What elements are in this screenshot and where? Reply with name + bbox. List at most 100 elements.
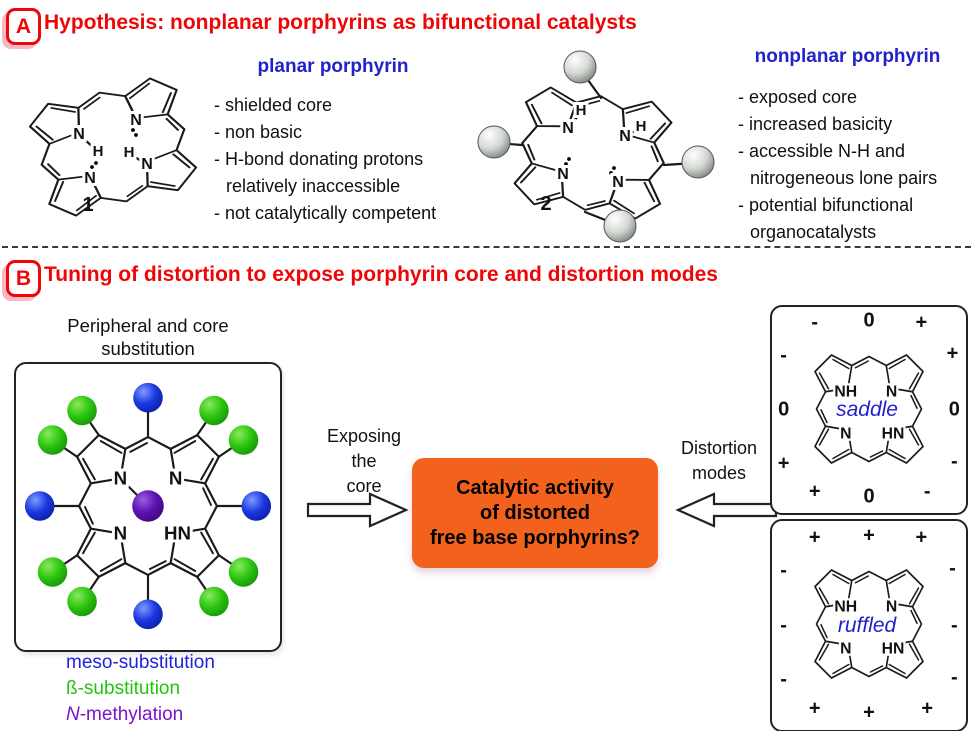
hn-label: HN bbox=[164, 522, 191, 543]
sign-ll: - bbox=[780, 668, 787, 691]
meso-substituent-sphere bbox=[133, 599, 163, 630]
n-label: N bbox=[114, 522, 128, 543]
n-label: N bbox=[114, 467, 128, 488]
sign-bl: + bbox=[808, 480, 821, 503]
exposing-line: core bbox=[346, 476, 382, 496]
planar-porphyrin-structure: N N N N H H bbox=[24, 71, 202, 223]
structure-2-number: 2 bbox=[540, 193, 552, 215]
ruffled-porphyrin-structure: NH N N HN bbox=[814, 569, 924, 679]
sign-tc: + bbox=[863, 524, 875, 547]
exposing-line: Exposing bbox=[326, 426, 402, 446]
sign-ml: - bbox=[780, 614, 787, 636]
h-label: H bbox=[124, 144, 135, 161]
planar-bullet-list: - shielded core - non basic - H-bond don… bbox=[214, 92, 444, 227]
sign-bc: 0 bbox=[863, 485, 875, 508]
bullet-item: - not catalytically competent bbox=[214, 203, 437, 223]
panel-a-badge: A bbox=[6, 8, 41, 45]
sign-bc: + bbox=[863, 701, 875, 724]
n-label: N bbox=[557, 166, 569, 183]
substituted-porphyrin-structure: N N N HN bbox=[24, 382, 272, 630]
sign-mr: - bbox=[951, 614, 958, 636]
bullet-item: - increased basicity bbox=[738, 114, 893, 134]
sign-ur: - bbox=[949, 557, 956, 580]
meso-substituent-sphere bbox=[24, 491, 55, 521]
n-label: N bbox=[840, 426, 851, 443]
beta-substituent-sphere bbox=[37, 425, 68, 455]
saddle-porphyrin-structure: NH N N HN bbox=[814, 354, 924, 464]
meso-aryl-sphere bbox=[603, 209, 637, 243]
meso-aryl-sphere bbox=[681, 145, 715, 179]
central-line: Catalytic activity bbox=[456, 476, 614, 499]
exposing-line: the bbox=[351, 451, 377, 471]
substitution-box: N N N HN bbox=[14, 362, 282, 652]
mode-name-ruffled: ruffled bbox=[837, 613, 897, 637]
bullet-item: - shielded core bbox=[214, 95, 333, 115]
beta-substituent-sphere bbox=[228, 557, 259, 587]
h-label: H bbox=[576, 102, 587, 119]
sign-bl: + bbox=[808, 697, 821, 720]
bullet-item: - accessible N-H and nitrogeneous lone p… bbox=[738, 141, 938, 188]
nonplanar-heading: nonplanar porphyrin bbox=[754, 46, 941, 67]
left-arrow-icon bbox=[675, 492, 778, 528]
central-line: of distorted bbox=[480, 501, 590, 524]
mode-name-saddle: saddle bbox=[836, 398, 898, 421]
distortion-modes-label: Distortion modes bbox=[680, 438, 758, 483]
nh-label: NH bbox=[834, 599, 857, 616]
sign-tl: - bbox=[811, 311, 819, 334]
meso-aryl-sphere bbox=[563, 50, 597, 84]
bullet-item: - H-bond donating protons relatively ina… bbox=[214, 149, 424, 196]
bullet-item: - potential bifunctional organocatalysts bbox=[738, 195, 914, 242]
n-label: N bbox=[619, 128, 631, 145]
n-label: N bbox=[840, 641, 851, 658]
beta-substituent-sphere bbox=[67, 395, 97, 426]
n-label: N bbox=[886, 599, 897, 616]
sign-mr: 0 bbox=[948, 398, 960, 421]
bullet-item: - non basic bbox=[214, 122, 303, 142]
n-methyl-sphere bbox=[132, 490, 164, 522]
sign-br: + bbox=[921, 697, 934, 720]
panel-b-badge: B bbox=[6, 260, 41, 297]
legend-meso-substitution: meso-substitution bbox=[66, 652, 215, 673]
hn-label: HN bbox=[882, 641, 905, 658]
beta-substituent-sphere bbox=[228, 425, 259, 455]
sign-ul: - bbox=[780, 559, 787, 582]
h-label: H bbox=[93, 143, 104, 160]
exposing-core-label: Exposing the core bbox=[320, 424, 408, 499]
sign-ll: + bbox=[777, 452, 790, 475]
n-label: N bbox=[169, 467, 183, 488]
legend-n-italic: N bbox=[66, 704, 80, 725]
beta-substituent-sphere bbox=[199, 395, 229, 426]
sign-tr: + bbox=[915, 526, 928, 549]
panel-b-title: Tuning of distortion to expose porphyrin… bbox=[44, 263, 718, 286]
h-label: H bbox=[636, 118, 647, 135]
nonplanar-bullet-list: - exposed core - increased basicity - ac… bbox=[738, 84, 968, 246]
sign-tc: 0 bbox=[863, 309, 875, 332]
right-arrow-icon bbox=[306, 492, 409, 528]
sign-tl: + bbox=[808, 526, 821, 549]
catalytic-activity-box: Catalytic activity of distorted free bas… bbox=[412, 458, 658, 568]
beta-substituent-sphere bbox=[37, 557, 68, 587]
sign-lr: - bbox=[951, 666, 958, 689]
ruffled-mode-box: NH N N HN ruffled + + + - - - - - - + + … bbox=[770, 519, 968, 731]
structure-1-number: 1 bbox=[82, 194, 94, 216]
beta-substituent-sphere bbox=[67, 586, 97, 617]
nonplanar-porphyrin-structure: N N N N H H bbox=[477, 50, 715, 243]
sign-lr: - bbox=[951, 450, 958, 472]
sign-tr: + bbox=[915, 311, 928, 334]
substitution-legend: meso-substitution ß-substitution N-methy… bbox=[66, 650, 215, 728]
legend-beta-substitution: ß-substitution bbox=[66, 678, 181, 699]
meso-aryl-sphere bbox=[477, 125, 511, 159]
panel-a-title: Hypothesis: nonplanar porphyrins as bifu… bbox=[44, 11, 637, 34]
sign-br: - bbox=[923, 480, 931, 503]
nh-label: NH bbox=[834, 384, 857, 401]
substitution-caption: Peripheral and core substitution bbox=[67, 315, 229, 359]
sign-ml: 0 bbox=[778, 398, 790, 421]
planar-heading: planar porphyrin bbox=[257, 56, 409, 77]
sign-ur: + bbox=[946, 342, 959, 365]
saddle-mode-box: NH N N HN saddle - 0 + - + 0 0 + - + 0 - bbox=[770, 305, 968, 515]
n-label: N bbox=[612, 174, 624, 191]
hn-label: HN bbox=[882, 426, 905, 443]
central-line: free base porphyrins? bbox=[429, 526, 641, 549]
beta-substituent-sphere bbox=[199, 586, 229, 617]
legend-n-rest: -methylation bbox=[79, 704, 184, 725]
